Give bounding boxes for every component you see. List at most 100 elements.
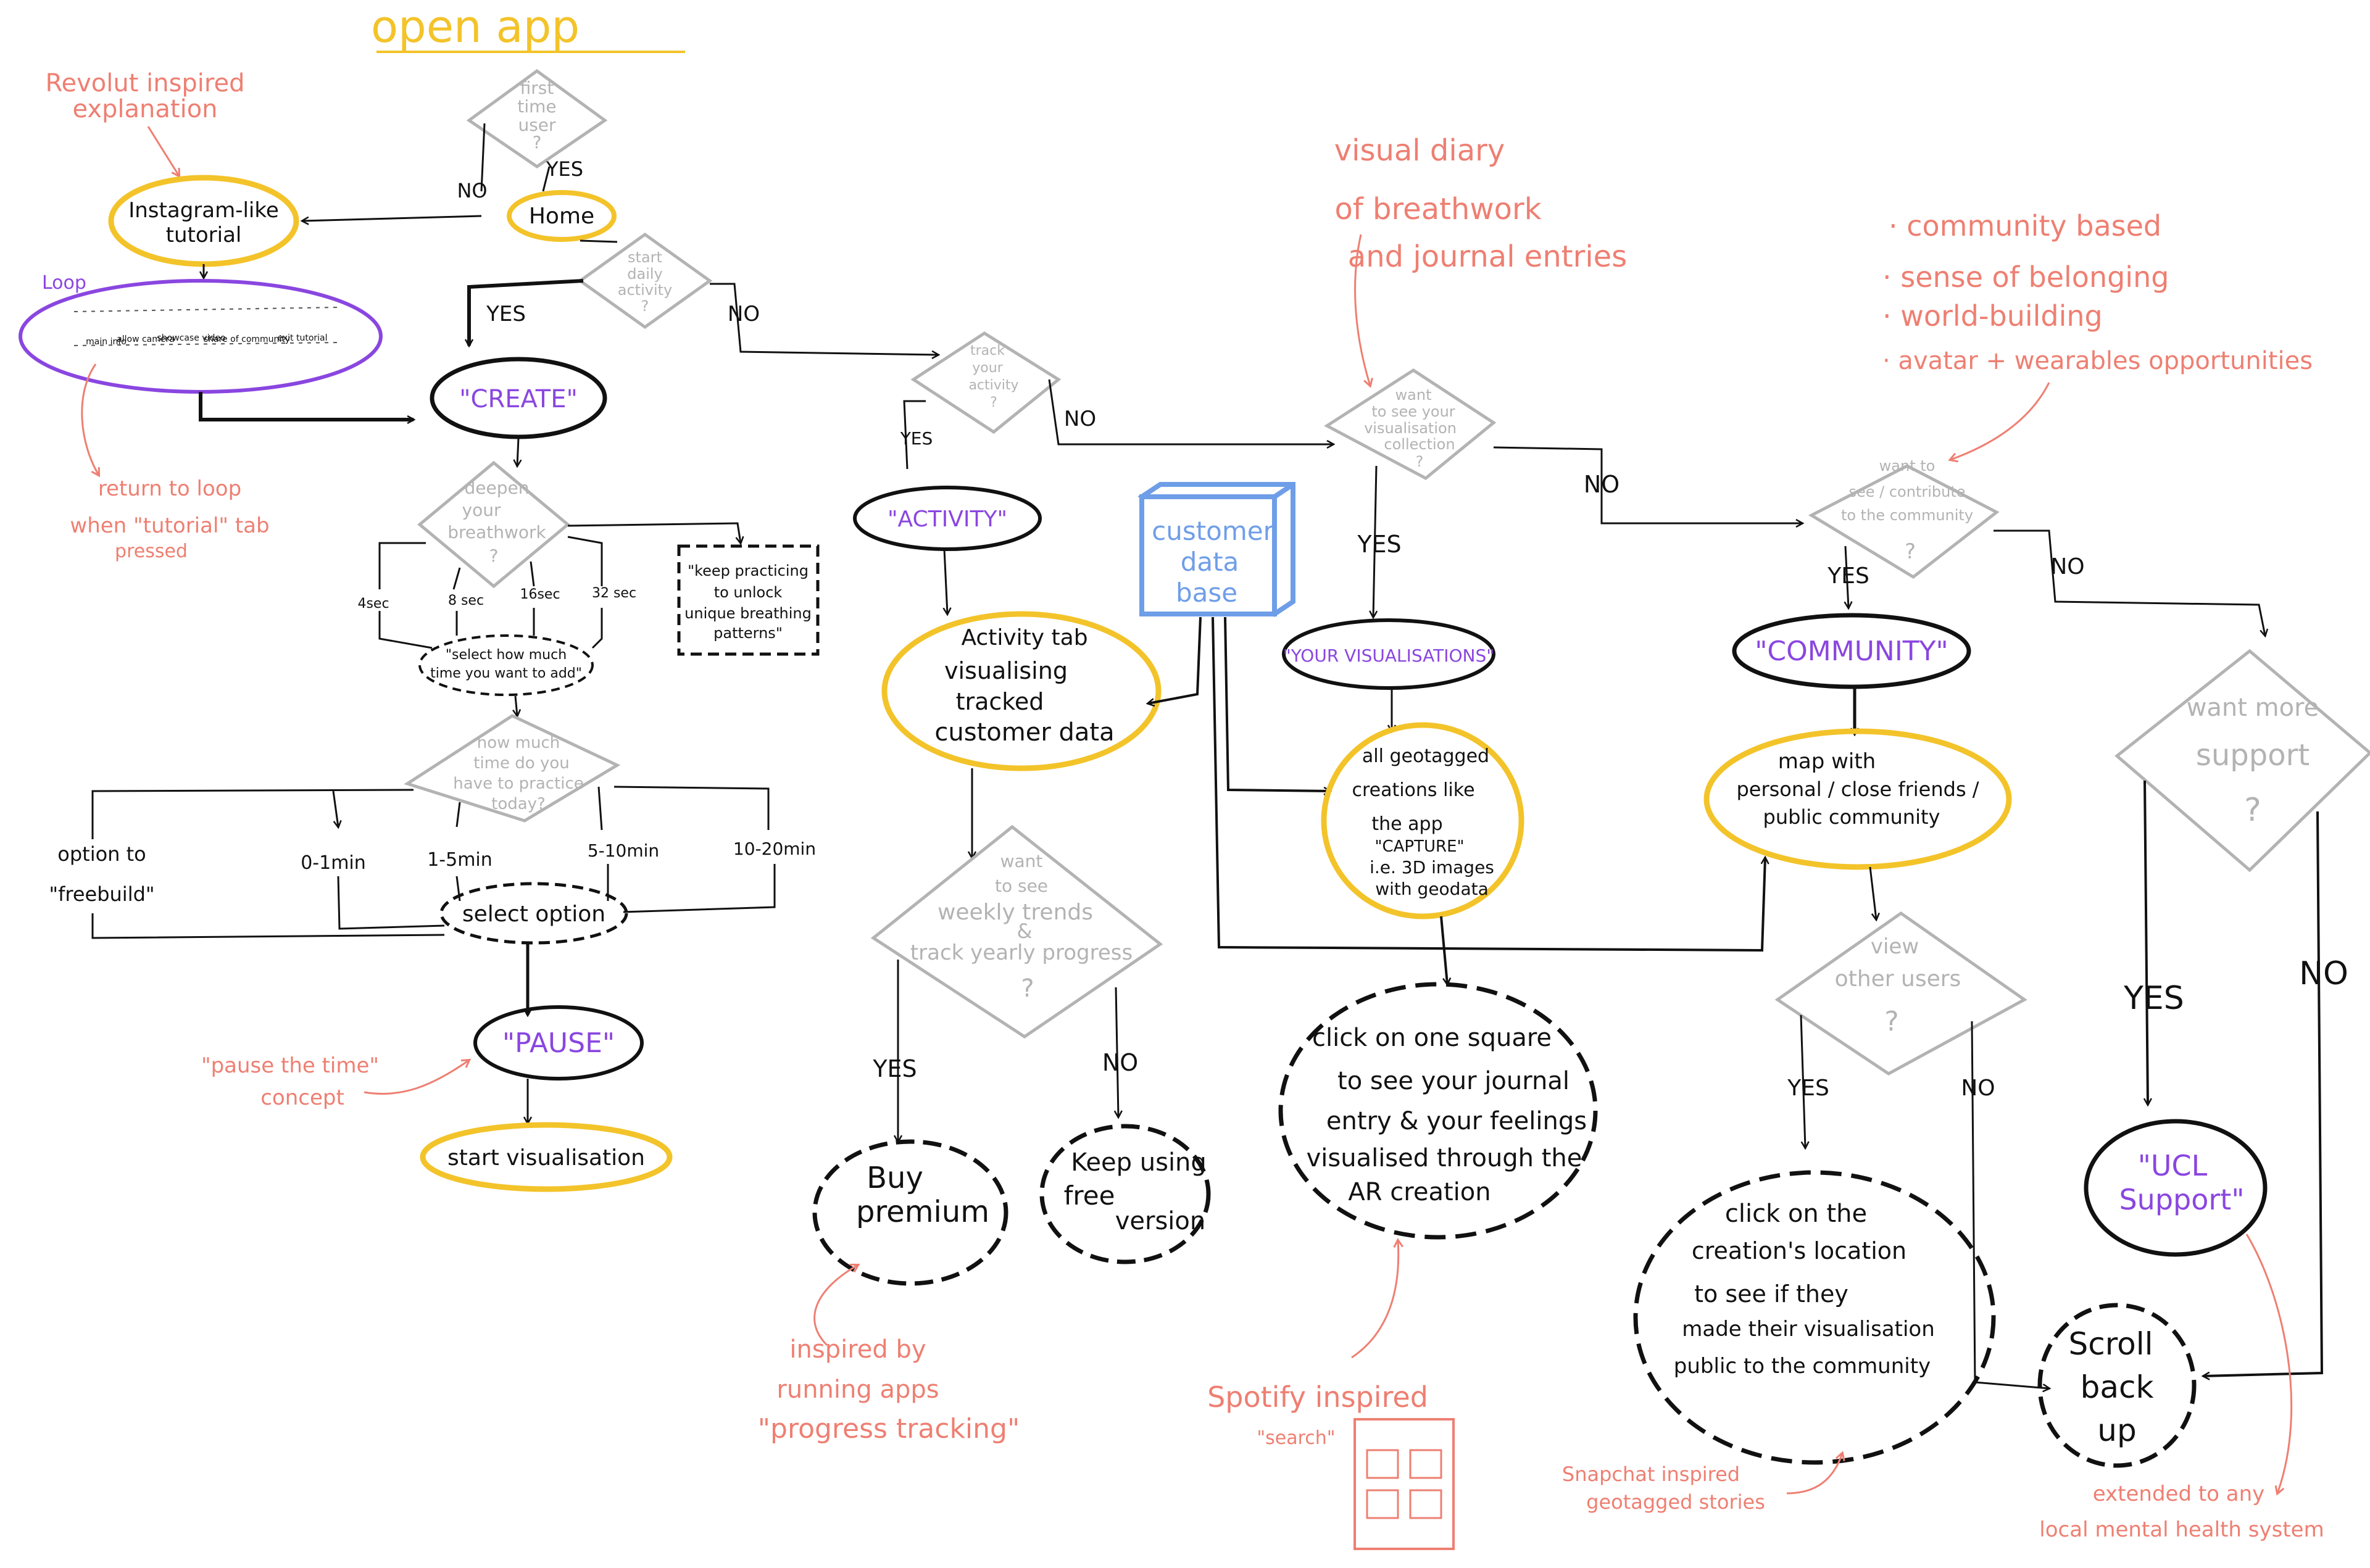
decision-how-much-time: how much time do you have to practice to…: [404, 714, 621, 823]
svg-text:time: time: [517, 96, 556, 117]
svg-text:data: data: [1181, 547, 1239, 577]
svg-text:activity: activity: [968, 378, 1018, 393]
node-community: "COMMUNITY": [1732, 613, 1971, 689]
svg-text:made their visualisation: made their visualisation: [1682, 1317, 1935, 1342]
running-apps-annotation: inspired by running apps "progress track…: [758, 1265, 1020, 1445]
decision-daily-activity: start daily activity ?: [577, 232, 713, 330]
node-pause: "PAUSE": [473, 1005, 644, 1081]
svg-text:option to: option to: [57, 842, 146, 866]
node-customer-database: customer data base: [1137, 482, 1295, 618]
svg-text:"search": "search": [1257, 1427, 1335, 1449]
edge-no-trends: NO: [1102, 1049, 1138, 1076]
decision-track-activity: track your activity ?: [910, 331, 1062, 434]
svg-text:?: ?: [641, 297, 649, 315]
svg-text:main info: main info: [86, 337, 127, 347]
svg-text:tracked: tracked: [956, 688, 1044, 715]
svg-text:support: support: [2196, 738, 2310, 773]
svg-text:view: view: [1871, 934, 1919, 959]
svg-text:?: ?: [1905, 539, 1916, 564]
svg-text:start: start: [628, 249, 662, 266]
svg-text:&: &: [1017, 919, 1033, 943]
decision-deepen-breathwork: deepen your breathwork ?: [417, 460, 570, 589]
node-your-visualisations: "YOUR VISUALISATIONS": [1282, 618, 1495, 690]
svg-text:Snapchat inspired: Snapchat inspired: [1562, 1462, 1740, 1486]
node-activity: "ACTIVITY": [853, 486, 1042, 551]
svg-text:today?: today?: [491, 795, 546, 813]
svg-text:premium: premium: [856, 1195, 989, 1229]
edge-yes-support: YES: [2123, 980, 2184, 1017]
svg-text:click on the: click on the: [1725, 1200, 1867, 1228]
edge-no-track: NO: [1064, 407, 1096, 431]
edge-yes-track: YES: [900, 428, 933, 449]
svg-text:user: user: [518, 115, 556, 135]
svg-text:visualisation: visualisation: [1364, 420, 1457, 437]
svg-text:8 sec: 8 sec: [448, 593, 484, 608]
edge-yes-daily: YES: [486, 302, 526, 326]
edge-yes-community: YES: [1827, 563, 1869, 589]
svg-text:· sense of belonging: · sense of belonging: [1882, 260, 2169, 294]
svg-text:"select how much: "select how much: [446, 647, 567, 663]
svg-text:the app: the app: [1371, 813, 1442, 835]
svg-text:"PAUSE": "PAUSE": [502, 1027, 615, 1059]
svg-text:want: want: [1000, 851, 1043, 871]
svg-text:showcase video: showcase video: [157, 333, 225, 343]
svg-text:"ACTIVITY": "ACTIVITY": [888, 507, 1007, 532]
svg-text:creations like: creations like: [1352, 779, 1474, 801]
svg-text:Spotify inspired: Spotify inspired: [1207, 1380, 1428, 1414]
svg-text:to see your journal: to see your journal: [1337, 1067, 1570, 1095]
svg-text:visualising: visualising: [944, 657, 1068, 684]
svg-text:daily: daily: [627, 265, 662, 283]
svg-text:"CREATE": "CREATE": [459, 385, 578, 413]
svg-text:click on one square: click on one square: [1312, 1024, 1552, 1052]
svg-text:pressed: pressed: [115, 541, 188, 562]
svg-text:1-5min: 1-5min: [427, 849, 493, 871]
svg-text:personal / close friends /: personal / close friends /: [1736, 778, 1979, 801]
svg-text:of breathwork: of breathwork: [1334, 192, 1541, 226]
svg-text:tutorial: tutorial: [166, 223, 242, 247]
svg-text:Activity tab: Activity tab: [961, 625, 1087, 650]
svg-text:16sec: 16sec: [520, 587, 560, 602]
svg-text:10-20min: 10-20min: [733, 839, 816, 859]
svg-text:start visualisation: start visualisation: [447, 1145, 645, 1171]
svg-text:want to: want to: [1879, 457, 1936, 475]
svg-text:i.e. 3D images: i.e. 3D images: [1370, 857, 1494, 877]
loop-label: Loop: [42, 272, 86, 294]
svg-text:activity: activity: [618, 281, 672, 299]
svg-text:weekly trends: weekly trends: [938, 900, 1093, 925]
svg-text:with geodata: with geodata: [1375, 879, 1489, 899]
svg-text:?: ?: [1416, 453, 1424, 470]
edge-yes-view: YES: [1787, 1076, 1829, 1101]
edge-no-community: NO: [2050, 554, 2084, 579]
svg-text:how much: how much: [477, 734, 560, 752]
svg-text:to unlock: to unlock: [714, 584, 783, 601]
svg-text:base: base: [1176, 578, 1237, 608]
svg-text:concept: concept: [260, 1085, 344, 1110]
community-notes-annotation: · community based · sense of belonging ·…: [1882, 209, 2313, 460]
svg-text:first: first: [520, 78, 554, 98]
svg-text:Home: Home: [529, 204, 594, 229]
svg-text:5-10min: 5-10min: [588, 840, 659, 861]
svg-text:have to practice: have to practice: [453, 774, 584, 793]
svg-text:time do you: time do you: [473, 754, 569, 773]
svg-text:version: version: [1115, 1207, 1206, 1235]
svg-text:deepen: deepen: [465, 478, 530, 498]
svg-text:local mental health system: local mental health system: [2039, 1517, 2324, 1542]
edge-no-daily: NO: [728, 302, 760, 326]
svg-text:all geotagged: all geotagged: [1362, 745, 1489, 767]
revolut-annotation: Revolut inspired explanation: [46, 69, 245, 176]
svg-text:visual diary: visual diary: [1334, 133, 1505, 168]
svg-text:to the community: to the community: [1841, 507, 1973, 524]
node-click-location: click on the creation's location to see …: [1633, 1170, 1996, 1465]
node-keep-practicing: "keep practicing to unlock unique breath…: [677, 544, 820, 656]
decision-more-support: want more support ?: [2114, 649, 2370, 873]
svg-text:want more: want more: [2187, 694, 2319, 722]
svg-text:· world-building: · world-building: [1882, 299, 2103, 333]
node-select-time: "select how much time you want to add": [418, 634, 594, 696]
svg-text:· community based: · community based: [1889, 209, 2161, 243]
svg-text:32 sec: 32 sec: [592, 586, 636, 601]
svg-text:"progress tracking": "progress tracking": [758, 1413, 1020, 1445]
svg-text:track: track: [970, 343, 1005, 359]
decision-first-time-user: first time user ?: [466, 68, 608, 169]
svg-text:select option: select option: [462, 902, 605, 927]
node-tutorial: Instagram-like tutorial: [108, 175, 299, 267]
